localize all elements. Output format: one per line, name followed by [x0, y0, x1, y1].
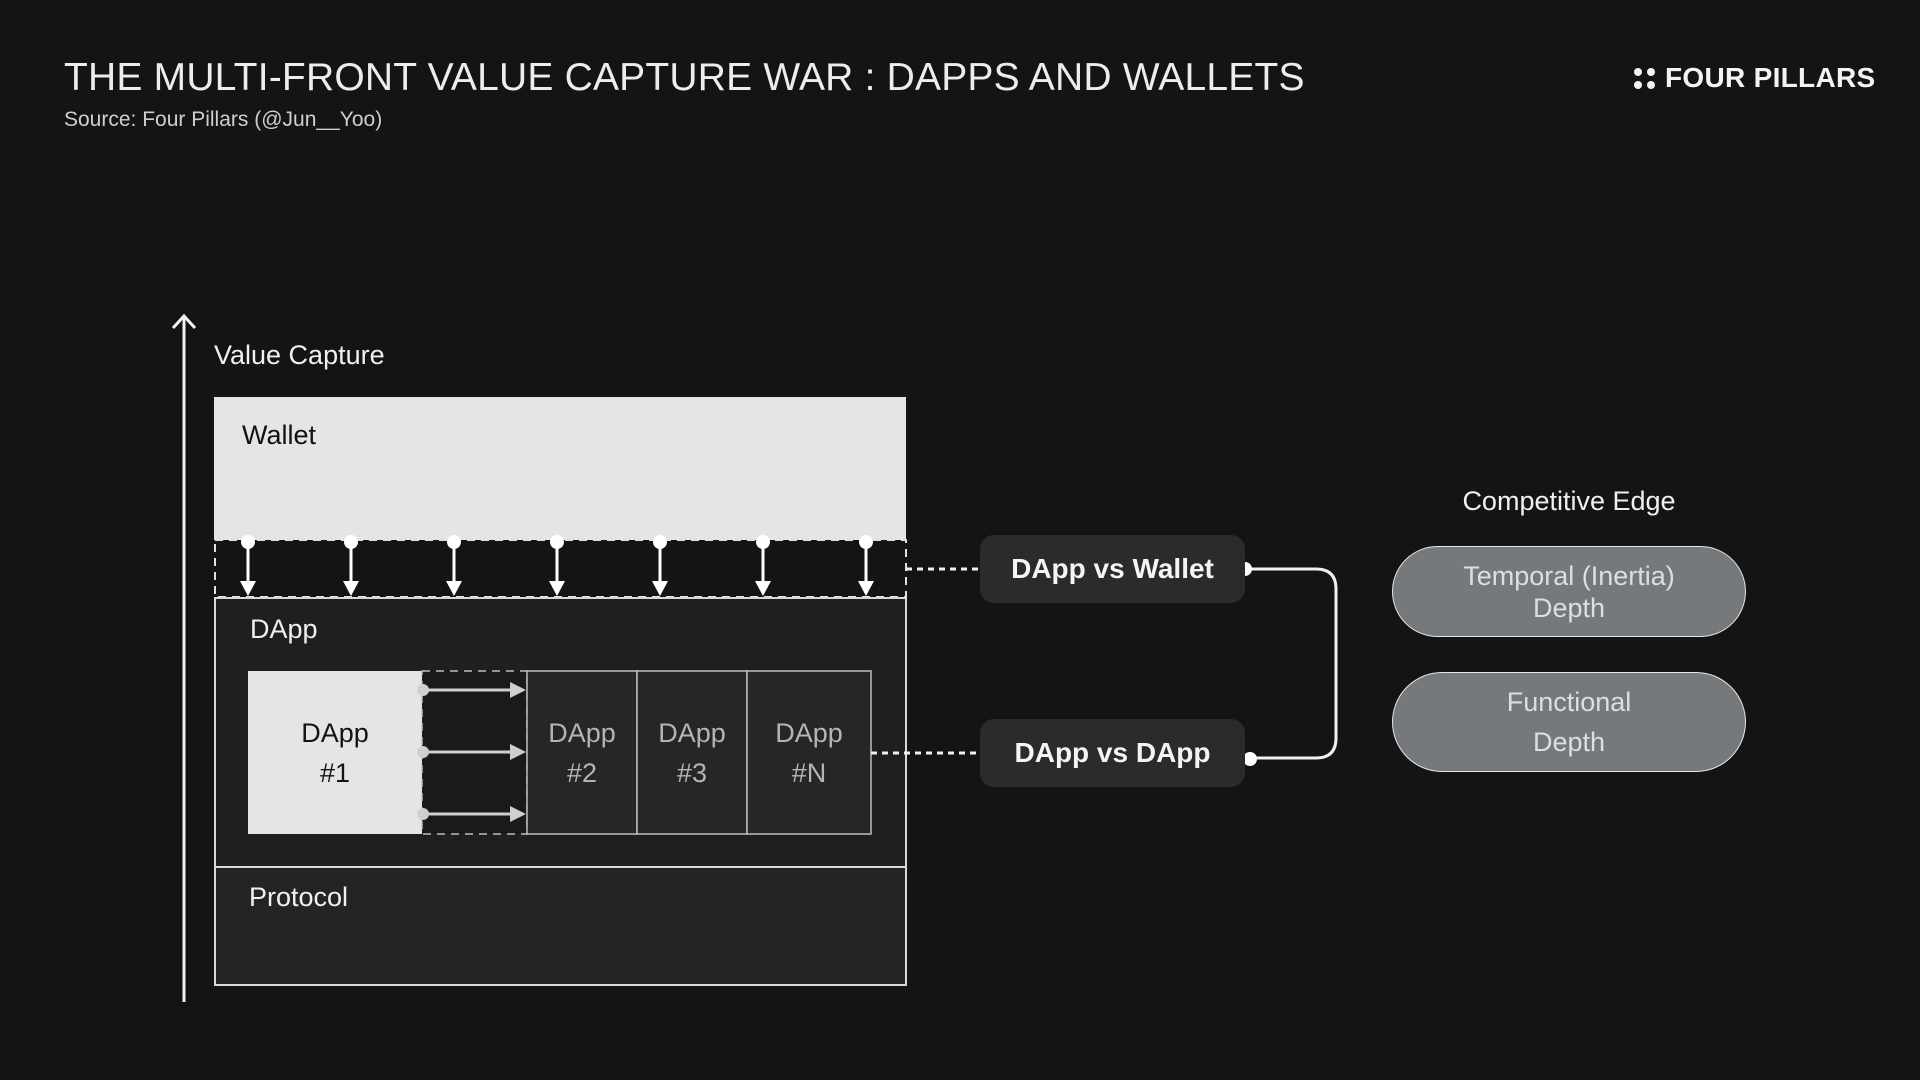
protocol-layer: [214, 866, 907, 986]
dapp-number: #2: [566, 757, 598, 788]
wallet-layer: [214, 397, 906, 540]
dapp-1-cell: [248, 671, 422, 834]
source-caption: Source: Four Pillars (@Jun__Yoo): [64, 108, 383, 131]
dapp-1-label: DApp #1: [248, 671, 422, 834]
functional-depth-pill: Functional Depth: [1392, 672, 1746, 772]
dapp-vs-wallet-box: DApp vs Wallet: [980, 535, 1245, 603]
down-arrow-icon: [549, 581, 565, 596]
dapp-name: DApp: [548, 717, 616, 748]
dapp-to-dapp-arrows: [417, 682, 526, 822]
dapp-number: #1: [319, 757, 351, 788]
down-arrow-icon: [240, 581, 256, 596]
dapp-name: DApp: [301, 717, 369, 748]
pill-line: Temporal (Inertia): [1463, 560, 1675, 591]
brand-name: FOUR PILLARS: [1665, 62, 1876, 93]
fronts-bracket: [1245, 567, 1338, 760]
bracket-end-dot: [1243, 752, 1257, 766]
dapp-2-cell: [526, 670, 638, 835]
right-arrow-icon: [510, 682, 526, 698]
page-title: THE MULTI-FRONT VALUE CAPTURE WAR : DAPP…: [64, 56, 1305, 99]
dapp-vs-dapp-box: DApp vs DApp: [980, 719, 1245, 787]
right-arrow-icon: [510, 806, 526, 822]
axis-label: Value Capture: [214, 340, 385, 370]
pill-line: Depth: [1532, 592, 1606, 623]
dapp-n-cell: [746, 670, 872, 835]
dapp-number: #N: [791, 757, 827, 788]
wallet-to-dapp-arrows: [240, 535, 874, 596]
four-dots-icon: [1634, 67, 1655, 89]
competitive-edge-title: Competitive Edge: [1462, 486, 1676, 516]
pill-line: Functional: [1506, 687, 1632, 717]
dapp-number: #3: [676, 757, 708, 788]
down-arrow-icon: [858, 581, 874, 596]
dapp-name: DApp: [658, 717, 726, 748]
right-arrow-icon: [510, 744, 526, 760]
dapp-n-label: DApp #N: [747, 671, 871, 834]
dapp-3-cell: [636, 670, 748, 835]
protocol-layer-label: Protocol: [249, 882, 349, 912]
temporal-depth-pill: Temporal (Inertia) Depth: [1392, 546, 1746, 637]
brand-logo: FOUR PILLARS: [1634, 62, 1875, 94]
down-arrow-icon: [652, 581, 668, 596]
wallet-layer-label: Wallet: [242, 420, 317, 450]
down-arrow-icon: [446, 581, 462, 596]
pill-line: Depth: [1532, 727, 1606, 757]
dapp-3-label: DApp #3: [637, 671, 747, 834]
down-arrow-icon: [343, 581, 359, 596]
axis-arrowhead-icon: [171, 313, 197, 330]
dapp-layer-label: DApp: [250, 614, 318, 644]
down-arrow-icon: [755, 581, 771, 596]
dapp-2-label: DApp #2: [527, 671, 637, 834]
dapp-name: DApp: [775, 717, 843, 748]
